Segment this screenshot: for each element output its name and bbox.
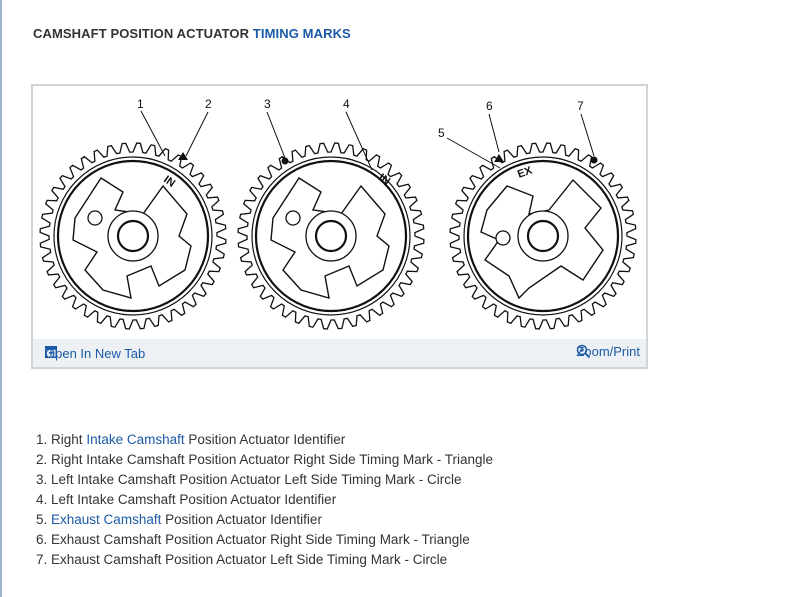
sprocket-3: EX: [449, 142, 637, 330]
new-tab-icon: [45, 346, 57, 358]
zoom-print-button[interactable]: Zoom/Print: [576, 344, 640, 359]
legend-item: 5. Exhaust Camshaft Position Actuator Id…: [36, 512, 322, 527]
callout-6: 6: [486, 99, 500, 153]
figure-toolbar: Open In New Tab Zoom/Print: [33, 339, 646, 367]
page-title: CAMSHAFT POSITION ACTUATOR TIMING MARKS: [33, 26, 351, 41]
timing-mark-circle: [590, 156, 598, 164]
callout-5: 5: [438, 126, 501, 169]
legend-item: 4. Left Intake Camshaft Position Actuato…: [36, 492, 337, 507]
zoom-print-label: Zoom/Print: [576, 344, 640, 359]
legend-item: 2. Right Intake Camshaft Position Actuat…: [36, 452, 493, 467]
callout-number: 5: [438, 126, 445, 140]
callout-1: 1: [137, 97, 166, 157]
zoom-icon: [577, 344, 591, 359]
callout-number: 4: [343, 97, 350, 111]
open-in-new-tab-button[interactable]: Open In New Tab: [45, 346, 145, 361]
callout-7: 7: [577, 99, 595, 157]
callout-number: 6: [486, 99, 493, 113]
callout-2: 2: [185, 97, 212, 157]
legend-list: 1. Right Intake Camshaft Position Actuat…: [36, 430, 493, 570]
left-border: [0, 0, 2, 597]
legend-item: 1. Right Intake Camshaft Position Actuat…: [36, 432, 346, 447]
intake-camshaft-link[interactable]: Intake Camshaft: [86, 432, 185, 447]
gear-identifier-label: EX: [516, 164, 535, 181]
legend-item: 6. Exhaust Camshaft Position Actuator Ri…: [36, 532, 470, 547]
callout-number: 1: [137, 97, 144, 111]
timing-marks-link[interactable]: TIMING MARKS: [252, 26, 351, 41]
callout-number: 3: [264, 97, 271, 111]
timing-mark-circle: [281, 157, 289, 165]
legend-item: 7. Exhaust Camshaft Position Actuator Le…: [36, 552, 448, 567]
legend-item: 3. Left Intake Camshaft Position Actuato…: [36, 472, 462, 487]
open-in-new-tab-label: Open In New Tab: [45, 346, 146, 361]
timing-mark-triangle: [178, 152, 188, 160]
callout-number: 7: [577, 99, 584, 113]
callout-4: 4: [343, 97, 373, 171]
timing-mark-triangle: [494, 154, 504, 162]
sprocket-1: IN: [39, 142, 227, 330]
page-title-text: CAMSHAFT POSITION ACTUATOR: [33, 26, 250, 41]
exhaust-camshaft-link[interactable]: Exhaust Camshaft: [51, 512, 162, 527]
callout-number: 2: [205, 97, 212, 111]
callout-3: 3: [264, 97, 286, 159]
sprocket-2: IN: [237, 142, 425, 330]
